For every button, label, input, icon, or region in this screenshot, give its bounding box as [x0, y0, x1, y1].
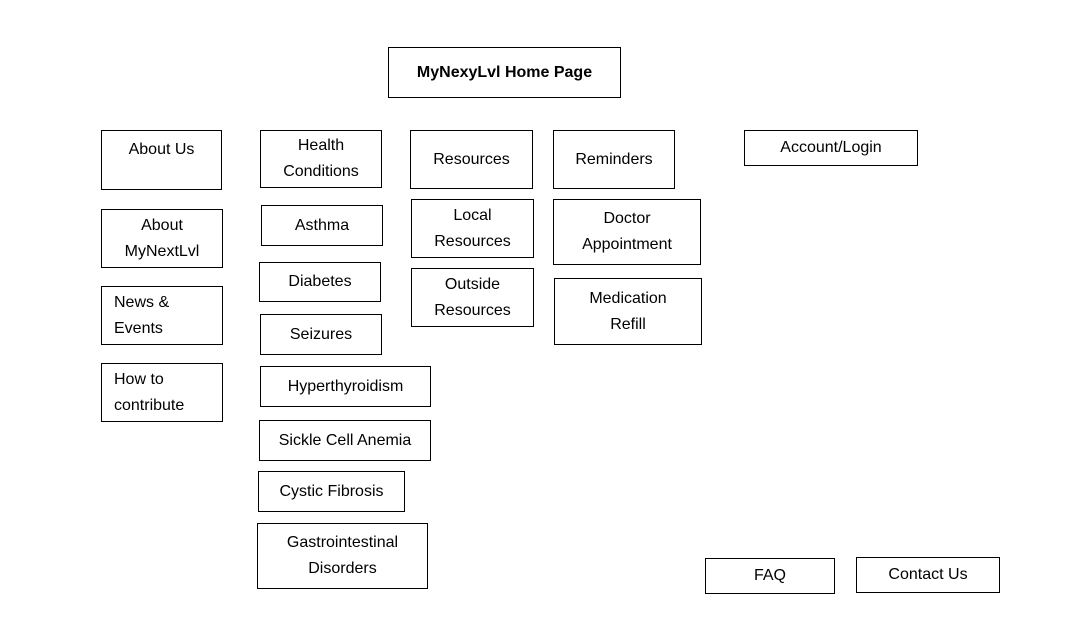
doctor-appointment-item[interactable]: Doctor Appointment [553, 199, 701, 265]
faq-button[interactable]: FAQ [705, 558, 835, 594]
news-events-item[interactable]: News & Events [101, 286, 223, 345]
about-mynextlvl-item[interactable]: About MyNextLvl [101, 209, 223, 268]
outside-resources-item[interactable]: Outside Resources [411, 268, 534, 327]
resources-header[interactable]: Resources [410, 130, 533, 189]
medication-refill-item[interactable]: Medication Refill [554, 278, 702, 345]
page-title: MyNexyLvl Home Page [388, 47, 621, 98]
diabetes-item[interactable]: Diabetes [259, 262, 381, 302]
how-to-contribute-item[interactable]: How to contribute [101, 363, 223, 422]
seizures-item[interactable]: Seizures [260, 314, 382, 355]
local-resources-item[interactable]: Local Resources [411, 199, 534, 258]
health-conditions-header[interactable]: Health Conditions [260, 130, 382, 188]
account-login-button[interactable]: Account/Login [744, 130, 918, 166]
reminders-header[interactable]: Reminders [553, 130, 675, 189]
contact-us-button[interactable]: Contact Us [856, 557, 1000, 593]
asthma-item[interactable]: Asthma [261, 205, 383, 246]
about-us-header[interactable]: About Us [101, 130, 222, 190]
gastrointestinal-disorders-item[interactable]: Gastrointestinal Disorders [257, 523, 428, 589]
hyperthyroidism-item[interactable]: Hyperthyroidism [260, 366, 431, 407]
sickle-cell-anemia-item[interactable]: Sickle Cell Anemia [259, 420, 431, 461]
cystic-fibrosis-item[interactable]: Cystic Fibrosis [258, 471, 405, 512]
